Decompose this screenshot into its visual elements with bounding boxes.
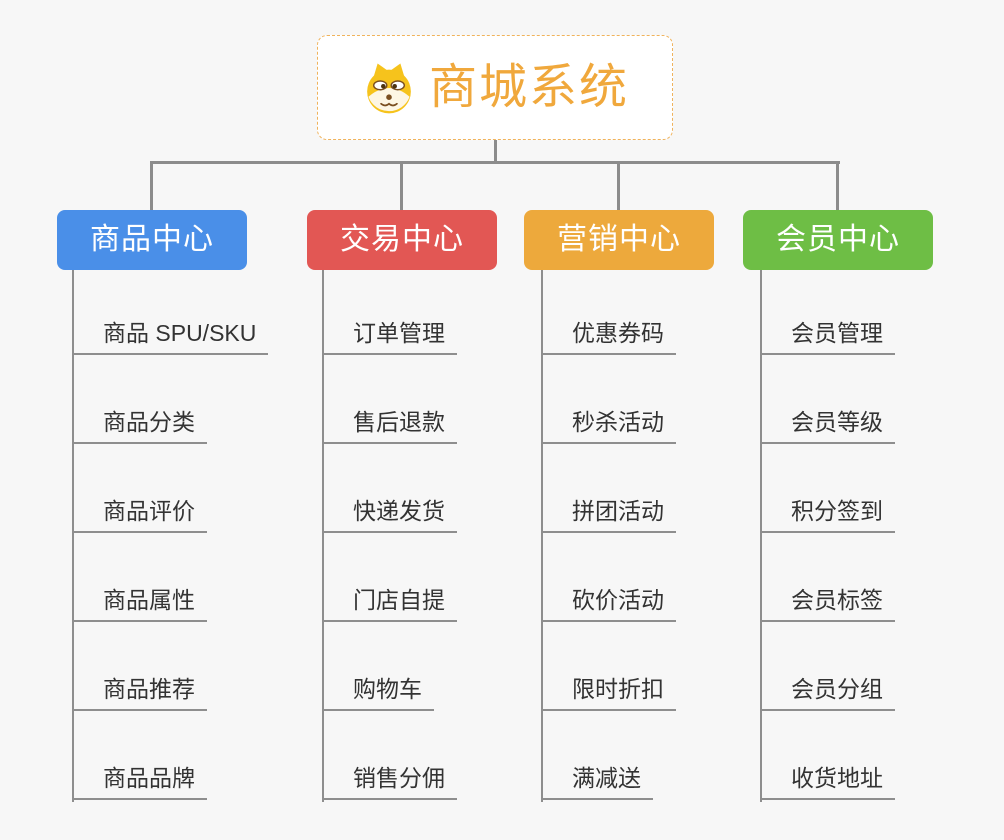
leaf-item[interactable]: 订单管理 (322, 317, 457, 355)
leaf-item[interactable]: 商品属性 (72, 584, 207, 622)
leaf-item[interactable]: 会员等级 (760, 406, 895, 444)
spine-trade (322, 270, 324, 802)
leaf-item[interactable]: 购物车 (322, 673, 434, 711)
leaf-item[interactable]: 优惠券码 (541, 317, 676, 355)
leaf-item[interactable]: 商品推荐 (72, 673, 207, 711)
connector-root-stub (494, 139, 497, 163)
leaf-item[interactable]: 快递发货 (322, 495, 457, 533)
leaf-item[interactable]: 会员分组 (760, 673, 895, 711)
connector-drop-marketing (617, 161, 620, 210)
connector-drop-member (836, 161, 839, 210)
leaf-item[interactable]: 商品评价 (72, 495, 207, 533)
leaf-item[interactable]: 销售分佣 (322, 762, 457, 800)
dog-face-icon (361, 60, 417, 116)
leaf-item[interactable]: 会员标签 (760, 584, 895, 622)
leaf-item[interactable]: 砍价活动 (541, 584, 676, 622)
leaf-item[interactable]: 秒杀活动 (541, 406, 676, 444)
leaf-item[interactable]: 限时折扣 (541, 673, 676, 711)
root-node[interactable]: 商城系统 (317, 35, 673, 140)
leaf-item[interactable]: 商品品牌 (72, 762, 207, 800)
connector-drop-trade (400, 161, 403, 210)
leaf-item[interactable]: 售后退款 (322, 406, 457, 444)
leaf-item[interactable]: 门店自提 (322, 584, 457, 622)
connector-horizontal-bar (150, 161, 840, 164)
branch-member-center[interactable]: 会员中心 (743, 210, 933, 270)
leaf-item[interactable]: 会员管理 (760, 317, 895, 355)
root-title: 商城系统 (428, 60, 629, 114)
leaf-item[interactable]: 商品分类 (72, 406, 207, 444)
leaf-item[interactable]: 收货地址 (760, 762, 895, 800)
connector-drop-product (150, 161, 153, 210)
branch-trade-center[interactable]: 交易中心 (307, 210, 497, 270)
leaf-item[interactable]: 积分签到 (760, 495, 895, 533)
branch-marketing-center[interactable]: 营销中心 (524, 210, 714, 270)
spine-product (72, 270, 74, 802)
leaf-item[interactable]: 商品 SPU/SKU (72, 317, 269, 355)
spine-marketing (541, 270, 543, 802)
leaf-item[interactable]: 拼团活动 (541, 495, 676, 533)
branch-product-center[interactable]: 商品中心 (57, 210, 247, 270)
spine-member (760, 270, 762, 802)
leaf-item[interactable]: 满减送 (541, 762, 653, 800)
